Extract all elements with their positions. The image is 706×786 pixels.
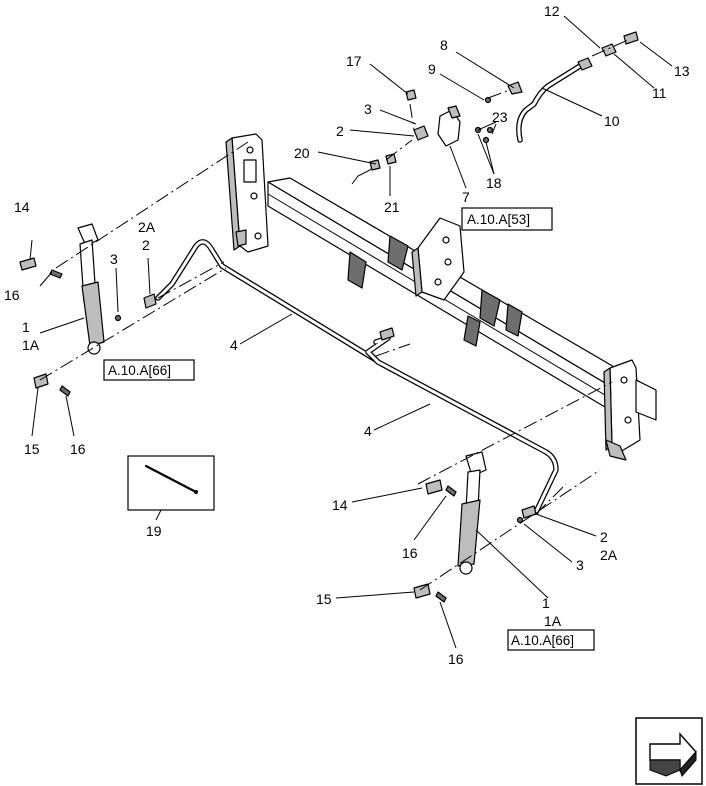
- hose-10: [516, 57, 593, 143]
- ref-box-top[interactable]: A.10.A[53]: [461, 207, 553, 231]
- callout-16-left-upper: 16: [4, 287, 20, 303]
- next-page-arrow-icon[interactable]: [635, 717, 703, 785]
- small-parts: [19, 31, 639, 603]
- callout-11: 11: [652, 85, 667, 101]
- callout-labels: 1 1A 14 16 15 16 3 2A 2 4 4 19 14 16 15 …: [4, 3, 690, 667]
- callout-3-left: 3: [110, 251, 118, 267]
- callout-16-right-lower: 16: [448, 651, 464, 667]
- callout-4-lower: 4: [364, 423, 372, 439]
- callout-15-left: 15: [24, 441, 40, 457]
- callout-9: 9: [428, 61, 436, 77]
- center-mount-plate: [411, 217, 465, 301]
- ref-label-left: A.10.A[66]: [108, 363, 171, 378]
- beam-brackets: [347, 235, 523, 347]
- callout-13: 13: [674, 63, 690, 79]
- callout-1-left: 1: [22, 319, 30, 335]
- callout-17: 17: [346, 53, 362, 69]
- callout-20: 20: [294, 145, 310, 161]
- callout-2-left: 2: [142, 237, 150, 253]
- callout-21: 21: [384, 199, 400, 215]
- callout-14-right: 14: [332, 497, 348, 513]
- callout-18: 18: [486, 175, 502, 191]
- callout-23: 23: [492, 109, 508, 125]
- left-mount-bracket: [225, 133, 269, 253]
- ref-box-bottom[interactable]: A.10.A[66]: [507, 629, 595, 651]
- hydraulic-tube-upper: [155, 239, 379, 363]
- callout-2a-right: 2A: [600, 547, 618, 563]
- callout-7: 7: [462, 189, 470, 205]
- callout-2-right: 2: [600, 529, 608, 545]
- callout-1a-right: 1A: [544, 613, 562, 629]
- frame-beam: [267, 177, 641, 417]
- callout-8: 8: [440, 37, 448, 53]
- callout-16-left-lower: 16: [70, 441, 86, 457]
- callout-2a-left: 2A: [138, 219, 156, 235]
- center-lines: [39, 39, 629, 591]
- valve-block: [437, 105, 461, 147]
- callout-3-top: 3: [364, 101, 372, 117]
- callout-15-right: 15: [316, 591, 332, 607]
- ref-label-bottom: A.10.A[66]: [511, 633, 574, 648]
- callout-16-right-upper: 16: [402, 545, 418, 561]
- part-19-inset: [127, 455, 215, 511]
- ref-label-top: A.10.A[53]: [467, 212, 530, 227]
- hydraulic-cylinder-left: [77, 223, 105, 355]
- leader-lines: [29, 15, 673, 649]
- callout-3-right: 3: [576, 557, 584, 573]
- ref-box-left[interactable]: A.10.A[66]: [103, 359, 195, 381]
- callout-19: 19: [146, 523, 162, 539]
- right-mount-bracket: [603, 359, 657, 461]
- hydraulic-cylinder-right: [457, 451, 487, 575]
- callout-2-top: 2: [336, 123, 344, 139]
- callout-14-left: 14: [14, 199, 30, 215]
- callout-4-upper: 4: [230, 337, 238, 353]
- hydraulic-tube-lower: [365, 327, 559, 515]
- callout-1a-left: 1A: [22, 337, 40, 353]
- callout-1-right: 1: [542, 595, 550, 611]
- callout-10: 10: [604, 113, 620, 129]
- callout-12: 12: [544, 3, 560, 19]
